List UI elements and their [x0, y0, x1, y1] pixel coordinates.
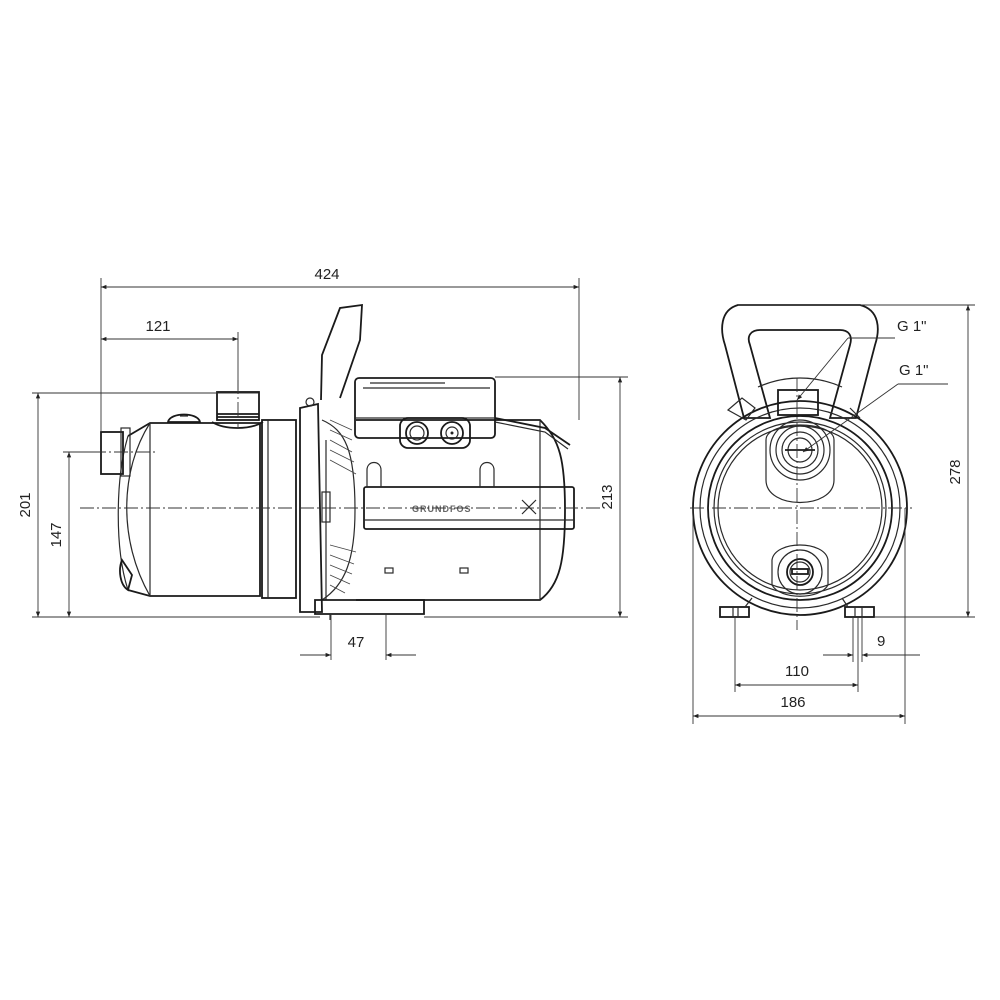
svg-text:110: 110	[785, 663, 809, 680]
callout-inlet-thread: G 1"	[802, 362, 948, 453]
svg-text:G 1": G 1"	[899, 362, 929, 379]
dim-overall-height: 201	[17, 392, 320, 618]
svg-text:G 1": G 1"	[897, 318, 927, 335]
front-handle	[721, 304, 879, 419]
dim-inlet-height: 147	[48, 451, 95, 617]
dim-foot-hole-spacing: 110	[734, 617, 859, 692]
front-view: G 1" G 1" 278 9 110	[690, 304, 975, 724]
side-view: GRUNDFOS 424 121	[17, 266, 628, 660]
dim-overall-length: 424	[100, 266, 580, 432]
svg-text:213: 213	[599, 484, 616, 509]
svg-text:278: 278	[947, 459, 964, 484]
svg-text:424: 424	[314, 266, 339, 283]
dim-total-height: 278	[738, 304, 975, 618]
front-feet	[719, 597, 875, 618]
callout-outlet-thread: G 1"	[796, 318, 927, 401]
carry-handle	[320, 303, 363, 401]
dim-motor-height: 213	[424, 376, 628, 618]
dim-overall-width: 186	[692, 508, 906, 724]
drain-plug	[119, 558, 133, 592]
svg-text:47: 47	[348, 634, 365, 651]
pump-housing	[117, 397, 323, 613]
priming-plug	[166, 413, 202, 423]
motor-body: GRUNDFOS	[354, 377, 575, 601]
svg-text:9: 9	[877, 633, 885, 650]
svg-text:121: 121	[145, 318, 170, 335]
brand-x-icon	[521, 499, 537, 515]
front-inlet	[765, 419, 835, 504]
dim-inlet-offset: 121	[101, 318, 239, 390]
dim-foot-width: 47	[300, 614, 416, 660]
motor-fan	[321, 419, 357, 601]
svg-text:147: 147	[48, 522, 65, 547]
dim-foot-hole: 9	[823, 617, 920, 662]
base-foot	[314, 599, 425, 620]
brand-logo: GRUNDFOS	[412, 504, 472, 514]
svg-text:201: 201	[17, 492, 34, 517]
front-drain	[771, 544, 829, 597]
outlet-block	[777, 389, 819, 416]
svg-text:186: 186	[780, 694, 805, 711]
